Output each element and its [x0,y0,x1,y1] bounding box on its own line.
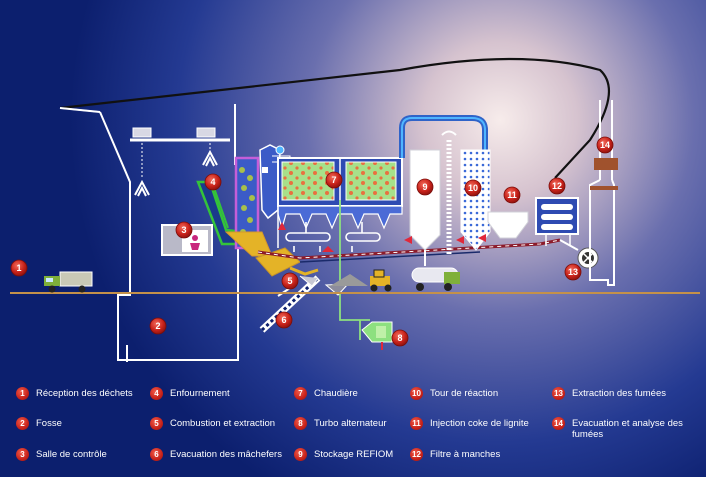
marker-11: 11 [503,186,521,204]
marker-number: 12 [552,181,562,191]
legend-item-12: 12 Filtre à manches [410,448,501,461]
marker-number: 13 [568,267,578,277]
marker-4: 4 [204,173,222,191]
legend-label: Tour de réaction [430,388,499,399]
turbo-alternator [361,321,393,343]
legend-badge: 13 [552,387,565,400]
legend: 1 Réception des déchets 2 Fosse 3 Salle de co… [0,382,706,477]
marker-6: 6 [275,311,293,329]
legend-item-9: 9 Stockage REFIOM [294,448,394,461]
turbine-piping [339,200,370,340]
marker-number: 10 [468,183,478,193]
legend-label: Réception des déchets [36,388,133,399]
legend-badge: 10 [410,387,423,400]
waste-pit [59,104,239,362]
legend-label: Evacuation et analyse des fumées [572,418,683,440]
extraction-fan [559,239,599,269]
legend-badge: 1 [16,387,29,400]
legend-label: Enfournement [170,388,230,399]
marker-7: 7 [325,171,343,189]
marker-3: 3 [175,221,193,239]
legend-badge: 8 [294,417,307,430]
legend-label: Filtre à manches [430,449,501,460]
marker-number: 7 [331,175,336,185]
legend-badge: 12 [410,448,423,461]
crane [130,127,230,197]
roof-line [59,57,611,179]
marker-number: 3 [181,225,186,235]
legend-item-13: 13 Extraction des fumées [552,387,666,400]
marker-8: 8 [391,329,409,347]
marker-number: 5 [287,276,292,286]
marker-number: 11 [507,190,517,200]
legend-item-7: 7 Chaudière [294,387,358,400]
legend-item-14: 14 Evacuation et analyse des fumées [552,417,692,440]
legend-badge: 9 [294,448,307,461]
legend-label: Chaudière [314,388,358,399]
legend-badge: 4 [150,387,163,400]
marker-1: 1 [10,259,28,277]
legend-label: Injection coke de lignite [430,418,529,429]
marker-5: 5 [281,272,299,290]
bulldozer [330,269,392,292]
legend-item-5: 5 Combustion et extraction [150,417,276,430]
marker-14: 14 [596,136,614,154]
refiom-storage [411,250,460,291]
legend-item-1: 1 Réception des déchets [16,387,133,400]
legend-label: Evacuation des mâchefers [170,449,282,460]
reaction-tower [399,115,491,255]
ash-conveyors [285,222,381,252]
legend-label: Stockage REFIOM [314,449,394,460]
garbage-truck [44,271,93,293]
legend-item-6: 6 Evacuation des mâchefers [150,448,282,461]
legend-item-10: 10 Tour de réaction [410,387,499,400]
bottom-ash-conveyor [259,275,350,333]
legend-label: Combustion et extraction [170,418,276,429]
legend-badge: 14 [552,417,565,430]
legend-badge: 7 [294,387,307,400]
marker-10: 10 [464,179,482,197]
legend-item-3: 3 Salle de contrôle [16,448,107,461]
legend-badge: 2 [16,417,29,430]
flow-arrows [278,222,486,252]
legend-label: Salle de contrôle [36,449,107,460]
legend-badge: 3 [16,448,29,461]
marker-number: 14 [600,140,610,150]
marker-number: 1 [16,263,21,273]
marker-number: 8 [397,333,402,343]
legend-item-4: 4 Enfournement [150,387,230,400]
marker-number: 4 [210,177,215,187]
marker-9: 9 [416,178,434,196]
marker-number: 6 [281,315,286,325]
legend-label: Turbo alternateur [314,418,387,429]
marker-number: 2 [155,321,160,331]
legend-item-8: 8 Turbo alternateur [294,417,387,430]
legend-badge: 6 [150,448,163,461]
legend-item-2: 2 Fosse [16,417,62,430]
legend-label: Fosse [36,418,62,429]
marker-13: 13 [564,263,582,281]
marker-12: 12 [548,177,566,195]
bag-filter [487,197,579,246]
legend-label: Extraction des fumées [572,388,666,399]
legend-badge: 5 [150,417,163,430]
marker-2: 2 [149,317,167,335]
marker-number: 9 [422,182,427,192]
legend-item-11: 11 Injection coke de lignite [410,417,529,430]
legend-badge: 11 [410,417,423,430]
